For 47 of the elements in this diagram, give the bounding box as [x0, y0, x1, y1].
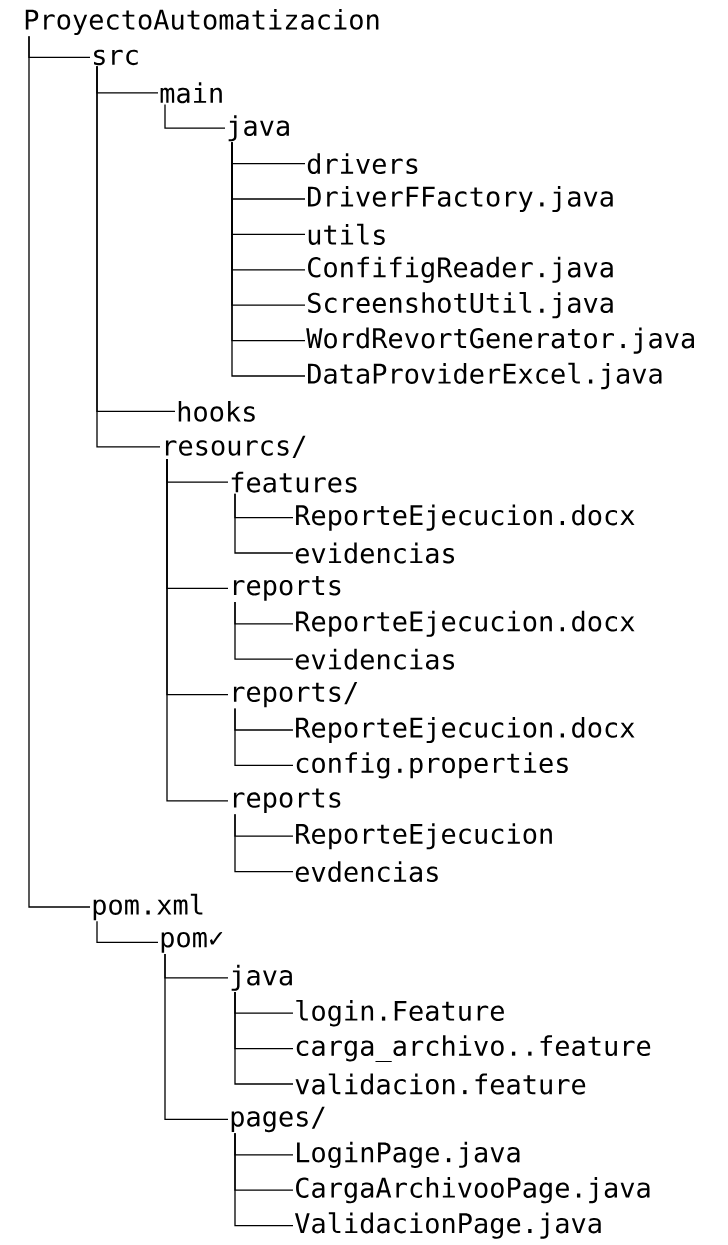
- folder-name: ConfifigReader.java: [308, 256, 613, 283]
- folder-name: login.Feature: [296, 999, 504, 1027]
- folder-name: DataProviderExcel.java: [308, 362, 662, 390]
- folder-name: ProyectoAutomatizacion: [25, 8, 379, 36]
- folder-name: ReporteEjecucion.docx: [296, 716, 635, 744]
- folder-name: ReporteEjecucion.docx: [296, 610, 635, 637]
- folder-name: pom✓: [161, 932, 223, 953]
- tree-connector: [234, 1132, 294, 1227]
- folder-name: reports: [233, 576, 341, 601]
- folder-name: ReporteEjecucion.docx: [296, 504, 635, 531]
- folder-name: validacion.feature: [295, 1073, 586, 1095]
- tree-connector: [166, 458, 229, 802]
- folder-name: drivers: [307, 153, 418, 175]
- folder-name: src: [94, 49, 138, 66]
- folder-name: resourcs/: [165, 435, 306, 458]
- folder-name: reports/: [233, 681, 358, 708]
- folder-name: main: [160, 82, 222, 104]
- tree-connector: [164, 103, 226, 129]
- folder-name: evdencias: [295, 861, 438, 883]
- folder-name: WordRevortGenerator.java: [306, 327, 694, 354]
- folder-name: evidencias: [295, 648, 455, 670]
- folder-name: hooks: [178, 400, 255, 422]
- folder-name: features: [231, 471, 357, 493]
- folder-name: utils: [308, 223, 385, 245]
- folder-name: reports: [233, 788, 341, 814]
- folder-name: ScreenshotUtil.java: [308, 292, 613, 319]
- folder-name: carga_archivo..feature: [296, 1035, 651, 1063]
- tree-connector: [96, 920, 159, 944]
- folder-name: evidencias: [295, 542, 455, 564]
- folder-name: pages/: [231, 1106, 325, 1133]
- folder-name: java: [231, 964, 292, 991]
- folder-name: ValidacionPage.java: [294, 1212, 601, 1239]
- tree-connector: [164, 953, 229, 1121]
- tree-connector: [234, 991, 294, 1085]
- tree-connector: [234, 601, 294, 660]
- folder-name: DriverFFactory.java: [308, 185, 613, 213]
- folder-name: config.properties: [296, 752, 568, 779]
- folder-name: LoginPage.java: [297, 1141, 520, 1168]
- tree-connector: [234, 707, 294, 767]
- tree-connector: [96, 65, 161, 448]
- folder-name: CargaArchivooPage.java: [296, 1177, 650, 1204]
- folder-name: ReporteEjecucion: [296, 823, 552, 850]
- tree-connector: [234, 493, 294, 554]
- folder-name: pom.xml: [93, 893, 203, 921]
- tree-connector: [28, 35, 91, 908]
- tree-connector: [234, 813, 294, 873]
- folder-name: java: [228, 115, 289, 142]
